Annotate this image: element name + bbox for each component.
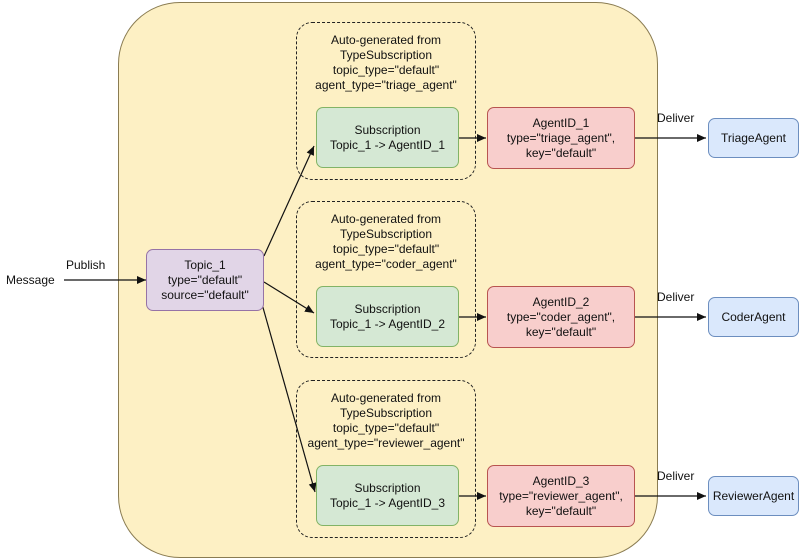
note-line: Auto-generated from: [330, 391, 442, 405]
agent-id-key: key="default": [525, 145, 597, 160]
group-note-2: Auto-generated from TypeSubscription top…: [296, 212, 476, 272]
agent-node-3[interactable]: ReviewerAgent: [708, 476, 799, 516]
topic-node[interactable]: Topic_1 type="default" source="default": [146, 249, 264, 311]
agent-id-key: key="default": [525, 324, 597, 339]
subscription-title: Subscription: [354, 122, 421, 137]
edge-topic-sub1: [263, 145, 315, 257]
subscription-mapping: Topic_1 -> AgentID_3: [329, 495, 446, 510]
agent-name: TriageAgent: [721, 130, 786, 145]
subscription-mapping: Topic_1 -> AgentID_2: [329, 316, 446, 331]
edge-topic-sub2: [263, 281, 315, 314]
subscription-title: Subscription: [354, 301, 421, 316]
edge-topic-sub3: [261, 303, 317, 493]
subscription-group-2: [296, 201, 476, 358]
agent-id-name: AgentID_3: [532, 473, 590, 488]
note-line: agent_type="reviewer_agent": [307, 436, 465, 450]
subscription-node-2[interactable]: Subscription Topic_1 -> AgentID_2: [316, 286, 459, 347]
subscription-node-1[interactable]: Subscription Topic_1 -> AgentID_1: [316, 107, 459, 168]
agent-id-node-3[interactable]: AgentID_3 type="reviewer_agent", key="de…: [487, 465, 635, 527]
note-line: Auto-generated from: [330, 33, 442, 47]
note-line: TypeSubscription: [339, 227, 433, 241]
note-line: topic_type="default": [332, 421, 440, 435]
subscription-group-3: [296, 380, 476, 538]
group-note-1: Auto-generated from TypeSubscription top…: [296, 33, 476, 93]
topic-name: Topic_1: [184, 257, 226, 272]
message-label: Message: [6, 273, 55, 287]
group-note-3: Auto-generated from TypeSubscription top…: [296, 391, 476, 451]
deliver-label-2: Deliver: [657, 290, 695, 304]
agent-id-node-1[interactable]: AgentID_1 type="triage_agent", key="defa…: [487, 107, 635, 169]
agent-node-2[interactable]: CoderAgent: [708, 297, 799, 337]
subscription-node-3[interactable]: Subscription Topic_1 -> AgentID_3: [316, 465, 459, 526]
note-line: agent_type="coder_agent": [315, 257, 457, 271]
agent-name: CoderAgent: [721, 309, 786, 324]
deliver-label-3: Deliver: [657, 469, 695, 483]
agent-id-name: AgentID_2: [532, 294, 590, 309]
topic-source: source="default": [161, 287, 249, 302]
note-line: Auto-generated from: [330, 212, 442, 226]
agent-id-type: type="coder_agent",: [506, 309, 616, 324]
agent-id-node-2[interactable]: AgentID_2 type="coder_agent", key="defau…: [487, 286, 635, 348]
note-line: TypeSubscription: [339, 48, 433, 62]
note-line: topic_type="default": [332, 63, 440, 77]
agent-id-key: key="default": [525, 503, 597, 518]
subscription-mapping: Topic_1 -> AgentID_1: [329, 137, 446, 152]
agent-name: ReviewerAgent: [712, 488, 795, 503]
note-line: TypeSubscription: [339, 406, 433, 420]
subscription-title: Subscription: [354, 480, 421, 495]
agent-id-name: AgentID_1: [532, 115, 590, 130]
note-line: topic_type="default": [332, 242, 440, 256]
deliver-label-1: Deliver: [657, 111, 695, 125]
note-line: agent_type="triage_agent": [315, 78, 457, 92]
topic-type: type="default": [167, 272, 243, 287]
agent-node-1[interactable]: TriageAgent: [708, 118, 799, 158]
agent-id-type: type="triage_agent",: [506, 130, 616, 145]
publish-label: Publish: [66, 258, 106, 272]
subscription-group-1: [296, 22, 476, 180]
agent-id-type: type="reviewer_agent",: [499, 488, 623, 503]
